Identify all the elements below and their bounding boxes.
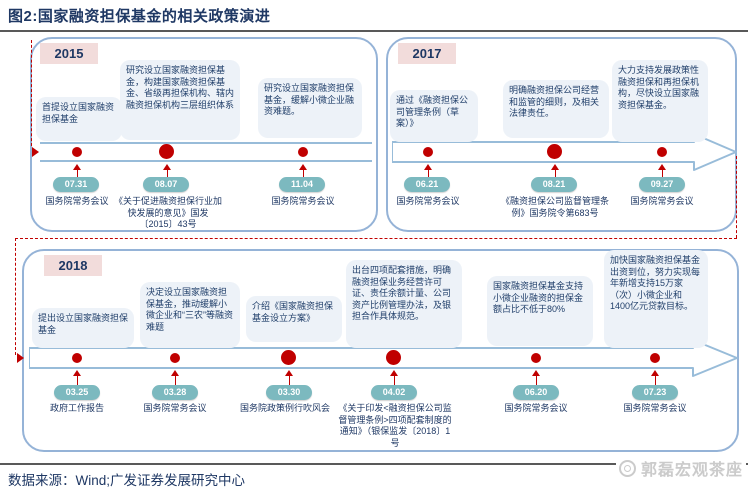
year-badge-2018: 2018 — [44, 255, 102, 276]
brand-logo-text: 郭磊宏观茶座 — [640, 462, 743, 479]
date-pill: 08.21 — [531, 177, 577, 192]
date-pill: 09.27 — [639, 177, 685, 192]
up-arrow-icon — [171, 370, 179, 376]
timeline-dot — [298, 147, 308, 157]
up-arrow-icon — [299, 164, 307, 170]
up-arrow-stem — [655, 376, 656, 385]
timeline-dot — [170, 353, 180, 363]
up-arrow-icon — [532, 370, 540, 376]
figure-title: 图2:国家融资担保基金的相关政策演进 — [8, 8, 271, 25]
footer-divider — [0, 463, 748, 465]
date-pill: 07.31 — [53, 177, 99, 192]
up-arrow-stem — [662, 170, 663, 177]
event-label: 政府工作报告 — [49, 403, 104, 413]
event-label: 国务院常务会议 — [143, 403, 207, 413]
up-arrow-stem — [536, 376, 537, 385]
event-label: 国务院常务会议 — [630, 196, 694, 206]
up-arrow-stem — [555, 170, 556, 177]
year-badge-2017: 2017 — [398, 43, 456, 64]
up-arrow-stem — [428, 170, 429, 177]
date-pill: 07.23 — [632, 385, 678, 400]
title-divider — [0, 30, 748, 32]
event-label: 国务院常务会议 — [504, 403, 568, 413]
up-arrow-icon — [285, 370, 293, 376]
event-label: 《关于印发<融资担保公司监督管理条例>四项配套制度的通知》（银保监发〔2018〕… — [338, 403, 452, 449]
up-arrow-stem — [303, 170, 304, 177]
policy-note: 加快国家融资担保基金出资到位，努力实现每年新增支持15万家（次）小微企业和140… — [604, 250, 708, 348]
event-label: 国务院政策例行吹风会 — [239, 403, 330, 413]
data-source: 数据来源：Wind;广发证券发展研究中心 — [8, 473, 246, 488]
policy-note: 决定设立国家融资担保基金，推动缓解小微企业和“三农”等融资难题 — [140, 282, 240, 348]
timeline-dot — [650, 353, 660, 363]
policy-note: 出台四项配套措施，明确融资担保业务经营许可证、责任余额计量、公司资产比例管理办法… — [346, 260, 462, 348]
timeline-dot — [531, 353, 541, 363]
timeline-band-2015 — [40, 142, 372, 162]
flow-connector-horizontal — [15, 238, 737, 239]
policy-note: 首提设立国家融资担保基金 — [36, 97, 122, 141]
brand-logo: 郭磊宏观茶座 — [615, 456, 746, 480]
date-pill: 08.07 — [143, 177, 189, 192]
up-arrow-stem — [289, 376, 290, 385]
policy-note: 大力支持发展政策性融资担保和再担保机构，尽快设立国家融资担保基金。 — [612, 60, 708, 142]
date-pill: 04.02 — [371, 385, 417, 400]
flow-connector-left-vertical — [15, 238, 16, 355]
policy-note: 提出设立国家融资担保基金 — [32, 308, 134, 348]
up-arrow-icon — [424, 164, 432, 170]
event-label: 《融资担保公司监督管理条例》国务院令第683号 — [500, 196, 609, 218]
timeline-dot — [423, 147, 433, 157]
teacup-icon — [618, 459, 636, 477]
date-pill: 06.20 — [513, 385, 559, 400]
timeline-dot-emphasis — [547, 144, 562, 159]
up-arrow-icon — [651, 370, 659, 376]
event-label: 国务院常务会议 — [271, 196, 335, 206]
date-pill: 06.21 — [404, 177, 450, 192]
up-arrow-icon — [390, 370, 398, 376]
policy-note: 国家融资担保基金支持小微企业融资的担保金额占比不低于80% — [487, 276, 593, 346]
policy-note: 研究设立国家融资担保基金，缓解小微企业融资难题。 — [258, 78, 362, 138]
up-arrow-icon — [658, 164, 666, 170]
policy-note: 研究设立国家融资担保基金，构建国家融资担保基金、省级再担保机构、辖内融资担保机构… — [120, 60, 240, 140]
up-arrow-icon — [73, 370, 81, 376]
date-pill: 03.25 — [54, 385, 100, 400]
up-arrow-stem — [77, 170, 78, 177]
flow-entry-arrow-icon — [32, 147, 39, 157]
up-arrow-icon — [163, 164, 171, 170]
event-label: 《关于促进融资担保行业加快发展的意见》国发〔2015〕43号 — [113, 196, 222, 230]
flow-connector-entry-left — [31, 40, 32, 146]
up-arrow-icon — [73, 164, 81, 170]
flow-connector-right-vertical — [736, 156, 737, 238]
date-pill: 03.30 — [266, 385, 312, 400]
up-arrow-icon — [551, 164, 559, 170]
timeline-dot — [72, 353, 82, 363]
event-label: 国务院常务会议 — [623, 403, 687, 413]
timeline-dot-emphasis — [386, 350, 401, 365]
event-label: 国务院常务会议 — [396, 196, 460, 206]
year-badge-2015: 2015 — [40, 43, 98, 64]
timeline-dot-emphasis — [159, 144, 174, 159]
up-arrow-stem — [167, 170, 168, 177]
event-label: 国务院常务会议 — [45, 196, 109, 206]
policy-note: 明确融资担保公司经营和监管的细则，及相关法律责任。 — [503, 80, 609, 138]
timeline-dot — [657, 147, 667, 157]
policy-note: 通过《融资担保公司管理条例（草案）》 — [390, 90, 478, 142]
policy-note: 介绍《国家融资担保基金设立方案》 — [246, 296, 342, 342]
up-arrow-stem — [175, 376, 176, 385]
date-pill: 11.04 — [279, 177, 325, 192]
up-arrow-stem — [394, 376, 395, 385]
flow-entry-arrow-2018-icon — [17, 353, 24, 363]
timeline-dot — [72, 147, 82, 157]
date-pill: 03.28 — [152, 385, 198, 400]
timeline-dot-emphasis — [281, 350, 296, 365]
up-arrow-stem — [77, 376, 78, 385]
